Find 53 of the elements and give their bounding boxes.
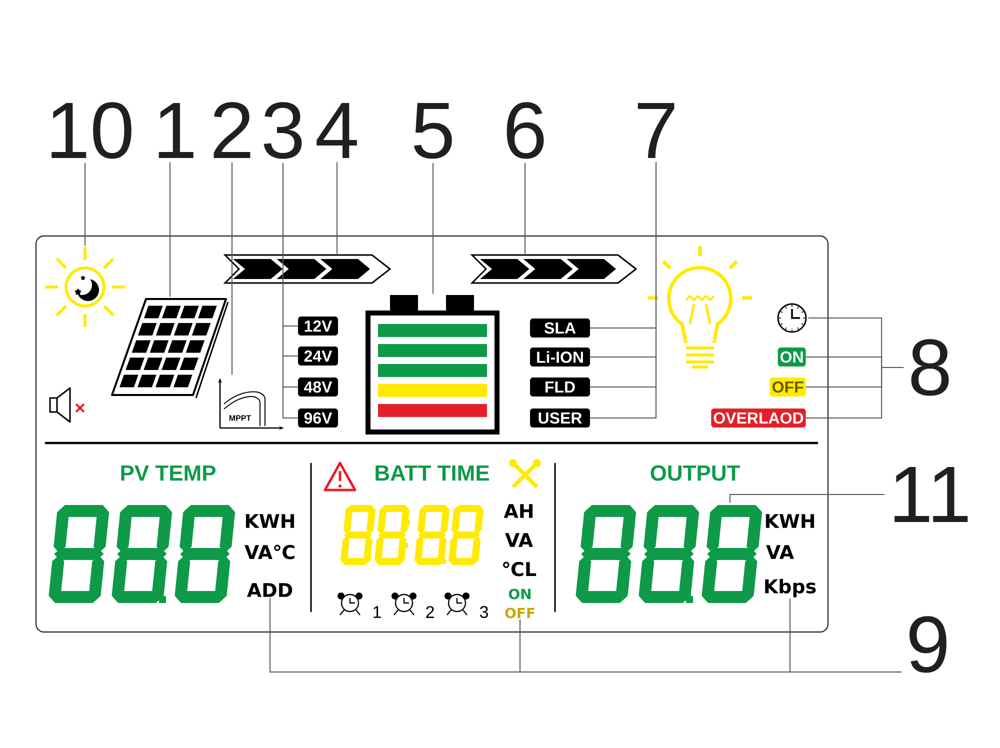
callout-number: 2 <box>214 102 250 158</box>
section-heading: BATT TIME <box>376 465 489 481</box>
callout-number: 6 <box>506 102 544 159</box>
alarm-number: 1 <box>374 606 381 618</box>
unit-label: OFF <box>505 608 534 618</box>
callout-number: 4 <box>316 102 357 158</box>
callout-number: 9 <box>910 616 946 673</box>
callout-number: 3 <box>264 102 302 159</box>
leader-line <box>790 598 902 672</box>
seven-segment-display <box>576 505 762 603</box>
solar-panel-icon <box>111 298 229 398</box>
unit-label: Kbps <box>765 578 816 598</box>
status-badge: 24V <box>298 346 338 366</box>
seven-segment-display <box>48 505 236 603</box>
status-badge: 12V <box>298 316 338 336</box>
chevron-arrow <box>470 254 638 284</box>
status-badge: USER <box>530 408 590 428</box>
section-heading: PV TEMP <box>121 465 216 481</box>
alarm-number: 3 <box>480 606 488 618</box>
leader-line <box>336 162 338 254</box>
leader-line <box>524 162 526 254</box>
unit-label: VA℃ <box>244 544 294 560</box>
status-badge: OFF <box>770 378 806 396</box>
leader-line <box>84 162 86 246</box>
unit-label: KWH <box>246 514 294 528</box>
clock-icon <box>777 303 807 333</box>
seven-segment-display <box>340 505 484 565</box>
status-badge: ON <box>778 348 806 366</box>
alarm-number: 2 <box>426 606 434 618</box>
callout-number: 11 <box>894 466 968 522</box>
callout-number: 8 <box>911 339 949 396</box>
status-badge: OVERLAOD <box>711 408 806 428</box>
day-night-icon <box>45 247 125 327</box>
leader-line <box>806 366 904 418</box>
leader-line <box>432 162 434 294</box>
unit-label: ℃L <box>503 562 536 576</box>
status-badge: FLD <box>530 378 590 396</box>
unit-label: ON <box>508 588 531 600</box>
status-badge: SLA <box>530 318 590 338</box>
unit-label: AH <box>504 504 533 518</box>
chevron-arrow <box>223 254 392 284</box>
unit-label: VA <box>505 533 533 547</box>
status-badge: 96V <box>298 408 338 428</box>
callout-number: 1 <box>158 102 194 158</box>
callout-number: 7 <box>638 102 674 158</box>
status-badge: 48V <box>298 378 338 396</box>
unit-label: ADD <box>246 583 292 597</box>
leader-line <box>730 494 885 504</box>
section-heading: OUTPUT <box>650 465 740 481</box>
callout-number: 10 <box>52 102 132 159</box>
battery-icon <box>366 295 500 434</box>
status-badge: Li-ION <box>530 348 590 366</box>
callout-number: 5 <box>414 102 452 159</box>
